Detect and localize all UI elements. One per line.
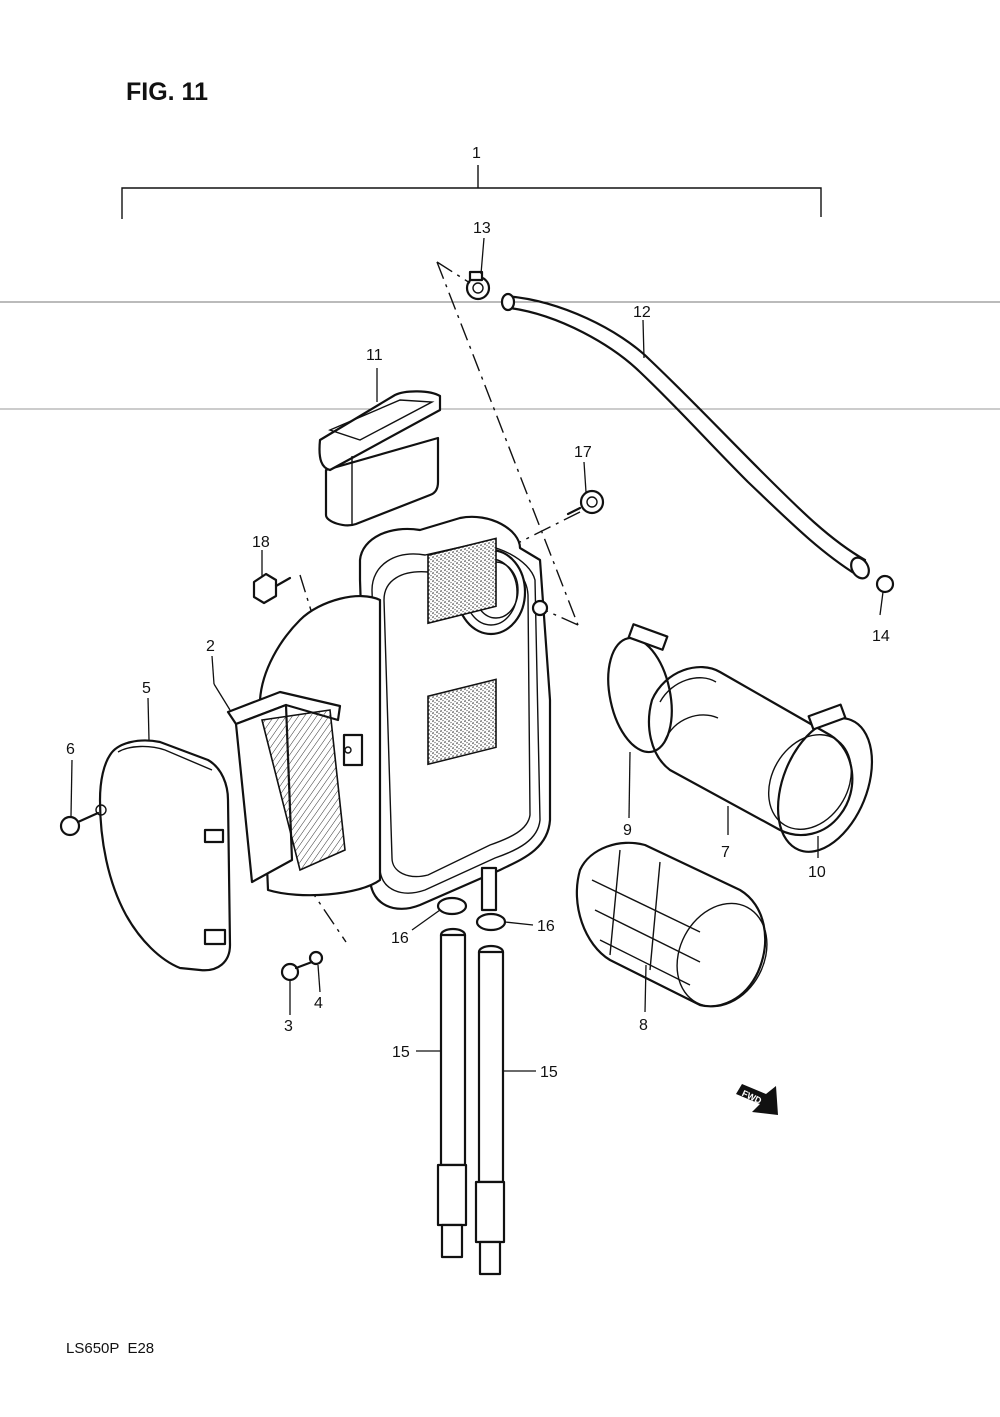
callout-16-right: 16: [537, 918, 555, 935]
screw-3: [280, 960, 314, 982]
callout-11: 11: [366, 347, 383, 364]
callout-12: 12: [633, 304, 651, 321]
callout-10: 10: [808, 864, 826, 881]
drain-tube-left: [436, 927, 468, 1259]
callout-15-left: 15: [392, 1044, 410, 1061]
callout-14: 14: [872, 628, 890, 645]
intake-boot: [575, 841, 768, 1008]
outlet-clamp-10: [776, 703, 874, 853]
callout-13: 13: [473, 220, 491, 237]
figure-title: FIG. 11: [126, 78, 208, 106]
callout-2: 2: [206, 638, 215, 655]
callout-labels: 1 2 3 4 5 6 7 8 9 10 11 12 13 14 15 15 1…: [66, 145, 890, 1081]
drain-tube-right: [474, 866, 506, 1276]
callout-16-left: 16: [391, 930, 409, 947]
callout-5: 5: [142, 680, 151, 697]
hose-clamp-14: [875, 574, 895, 594]
drain-clip-right: [475, 912, 507, 932]
bolt-18: [252, 572, 292, 605]
air-cleaner-element: [226, 690, 346, 884]
model-code: LS650P E28: [66, 1340, 154, 1357]
inlet-cover: [318, 390, 442, 527]
outer-cover: [98, 739, 232, 972]
washer-4: [308, 950, 324, 966]
callout-6: 6: [66, 741, 75, 758]
callout-4: 4: [314, 995, 323, 1012]
callout-9: 9: [623, 822, 632, 839]
forward-arrow-icon: FWD: [736, 1084, 778, 1115]
callout-17: 17: [574, 444, 592, 461]
leader-lines: [70, 237, 884, 1072]
bolt-17: [566, 489, 605, 516]
drain-clip-left: [436, 896, 468, 916]
callout-1: 1: [472, 145, 481, 162]
outlet-tube: [647, 665, 854, 837]
hose-clamp-13: [465, 270, 491, 301]
assembly-bracket: [121, 165, 822, 219]
callout-3: 3: [284, 1018, 293, 1035]
screw-6: [59, 804, 107, 837]
callout-7: 7: [721, 844, 730, 861]
outlet-clamp-9: [607, 623, 673, 754]
callout-18: 18: [252, 534, 270, 551]
breather-hose: [500, 292, 870, 580]
callout-8: 8: [639, 1017, 648, 1034]
air-cleaner-case: [258, 515, 552, 910]
callout-15-right: 15: [540, 1064, 558, 1081]
